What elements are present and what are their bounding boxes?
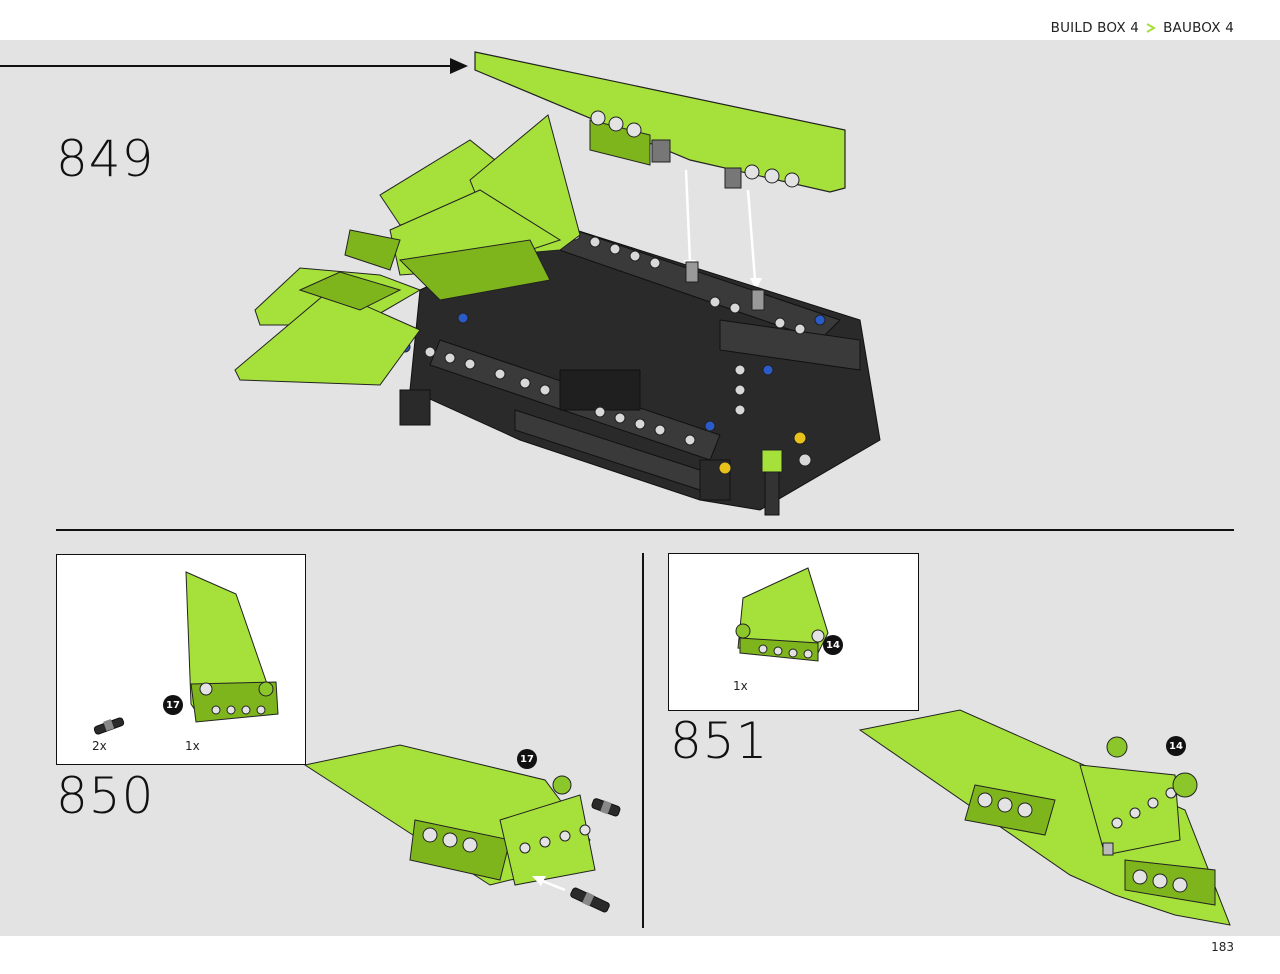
step-number-851: 851 — [670, 712, 769, 770]
part-count-badge: 17 — [163, 695, 183, 715]
part-quantity-panel: 1x — [185, 739, 200, 753]
connector-pin-icon — [591, 798, 621, 817]
breadcrumb-baubox: BAUBOX 4 — [1163, 20, 1234, 36]
section-divider-horizontal — [56, 529, 1234, 531]
section-divider-vertical — [642, 553, 644, 928]
step-850-assembly-illustration — [303, 744, 621, 913]
step-850-callout-parts — [93, 571, 279, 735]
breadcrumb-build-box: BUILD BOX 4 — [1050, 20, 1140, 36]
part-count-badge: 17 — [517, 749, 537, 769]
page-number: 183 — [1211, 940, 1234, 954]
step-851-callout-parts — [735, 567, 829, 662]
connector-pin-icon — [93, 717, 125, 735]
page-header: BUILD BOX 4 BAUBOX 4 — [0, 0, 1280, 40]
breadcrumb-arrow-icon — [1146, 23, 1157, 33]
part-quantity-pin: 2x — [92, 739, 107, 753]
step-849-assembly-illustration — [0, 51, 881, 516]
breadcrumb: BUILD BOX 4 BAUBOX 4 — [1051, 20, 1234, 36]
part-quantity-panel: 1x — [733, 679, 748, 693]
step-number-849: 849 — [56, 130, 155, 188]
step-851-assembly-illustration — [858, 709, 1231, 926]
connector-pin-icon — [570, 887, 610, 913]
part-count-badge: 14 — [1166, 736, 1186, 756]
pointer-arrow-icon — [450, 58, 468, 74]
part-count-badge: 14 — [823, 635, 843, 655]
step-number-850: 850 — [56, 767, 155, 825]
